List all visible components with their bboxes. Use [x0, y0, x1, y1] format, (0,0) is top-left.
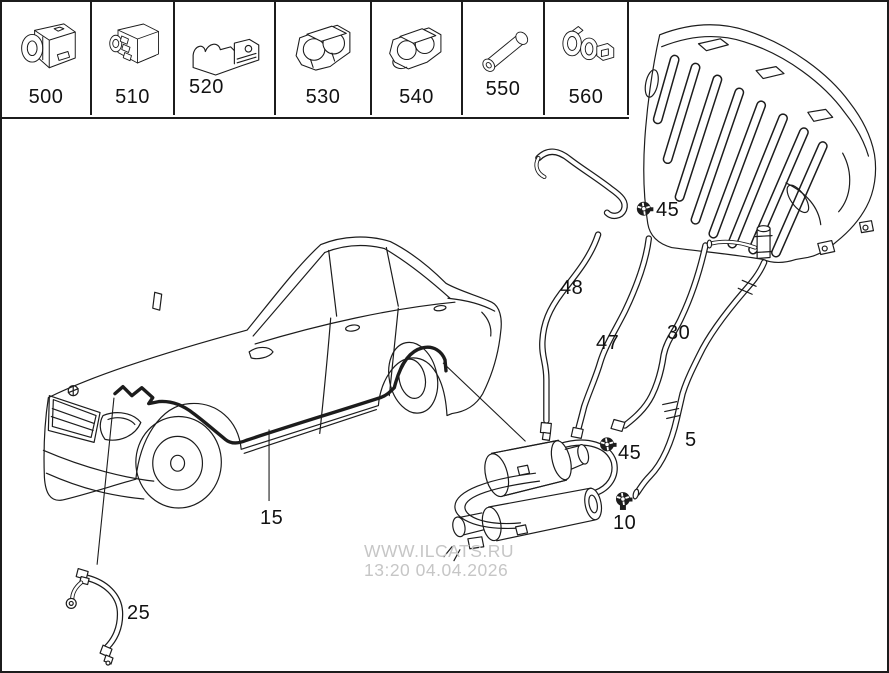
watermark-site: WWW.ILCATS.RU: [364, 541, 515, 561]
clamp-45-filter-icon: [599, 436, 618, 453]
double-saddle-clamp-icon: [192, 38, 259, 76]
watermark-timestamp: 13:20 04.04.2026: [364, 560, 509, 580]
fuel-filter-pump-drawing: [443, 439, 618, 562]
side-mirror: [248, 346, 274, 360]
leader-lines: [96, 362, 526, 565]
car-outline-drawing: [42, 236, 502, 509]
watermark: WWW.ILCATS.RU 13:20 04.04.2026: [364, 542, 514, 580]
part-cell-530[interactable]: 530: [276, 2, 372, 115]
clamp-10-icon: [615, 491, 634, 510]
part-cell-520[interactable]: 520: [175, 2, 276, 115]
part-number-510[interactable]: 510: [115, 86, 150, 108]
part-cell-510[interactable]: 510: [92, 2, 175, 115]
fuel-hoses-drawing: [534, 148, 773, 500]
callout-45-tank[interactable]: 45: [656, 199, 680, 221]
clamp-45-tank-icon: [635, 200, 655, 217]
callout-47[interactable]: 47: [596, 332, 620, 354]
twin-tube-clamp-icon: [295, 24, 351, 71]
callout-5[interactable]: 5: [685, 429, 697, 451]
part-cell-550[interactable]: 550: [463, 2, 545, 115]
part-cell-500[interactable]: 500: [2, 2, 92, 115]
callout-25[interactable]: 25: [127, 602, 151, 624]
part-cell-560[interactable]: 560: [545, 2, 629, 115]
part-number-530[interactable]: 530: [305, 86, 341, 108]
part-cell-540[interactable]: 540: [372, 2, 463, 115]
callout-15[interactable]: 15: [260, 507, 284, 529]
grommet-holder-icon: [21, 23, 76, 69]
part-number-550[interactable]: 550: [485, 78, 521, 100]
part-number-520[interactable]: 520: [189, 76, 224, 98]
callout-10[interactable]: 10: [613, 512, 637, 534]
twin-tube-clamp-2-icon: [388, 27, 441, 70]
callout-45-filter[interactable]: 45: [618, 442, 642, 464]
fuel-line-15-drawing: [113, 345, 448, 445]
callout-48[interactable]: 48: [560, 277, 584, 299]
rubber-block-icon: [108, 23, 159, 64]
parts-strip: 500 510: [2, 2, 629, 119]
part-number-500[interactable]: 500: [28, 86, 64, 108]
part-number-560[interactable]: 560: [568, 86, 604, 108]
fuel-hose-25-drawing: [65, 568, 124, 666]
callout-30[interactable]: 30: [667, 322, 691, 344]
double-ring-clamp-icon: [562, 26, 615, 61]
part-number-540[interactable]: 540: [399, 86, 434, 108]
sleeve-tube-icon: [482, 31, 529, 72]
